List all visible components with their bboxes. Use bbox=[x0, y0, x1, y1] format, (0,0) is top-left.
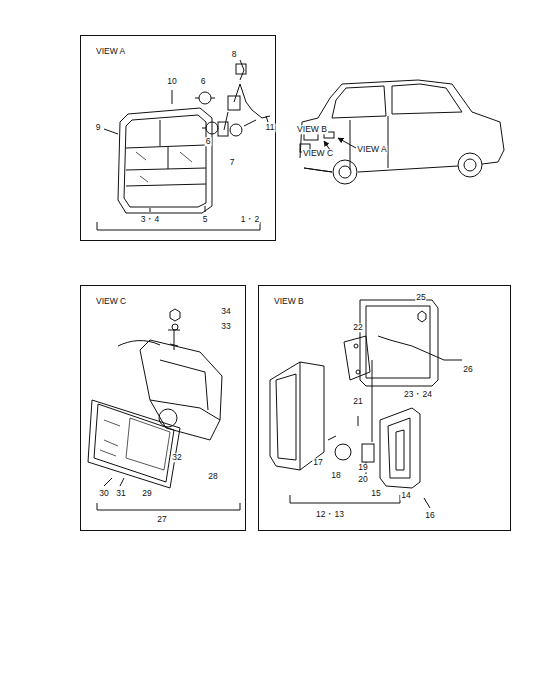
tail-lamp bbox=[97, 60, 270, 230]
view-pointer: VIEW B bbox=[296, 125, 328, 134]
callout-number: 19 bbox=[357, 463, 368, 472]
callout-number: 10 bbox=[166, 77, 177, 86]
license-lamp bbox=[88, 309, 240, 510]
callout-number: 27 bbox=[156, 515, 167, 524]
callout-number: 3・4 bbox=[140, 215, 160, 224]
callout-number: 5 bbox=[202, 215, 209, 224]
callout-number: 11 bbox=[265, 123, 276, 132]
view-pointer: VIEW A bbox=[356, 145, 387, 154]
callout-number: 6 bbox=[200, 77, 207, 86]
callout-number: 16 bbox=[424, 511, 435, 520]
callout-number: 9 bbox=[95, 123, 102, 132]
callout-number: 22 bbox=[352, 323, 363, 332]
callout-number: 15 bbox=[370, 489, 381, 498]
car-body bbox=[300, 80, 504, 184]
callout-number: 23・24 bbox=[403, 390, 433, 399]
callout-number: 31 bbox=[115, 489, 126, 498]
view-panel: VIEW B bbox=[258, 285, 511, 531]
rear-lamp bbox=[270, 300, 462, 508]
callout-number: 17 bbox=[312, 458, 323, 467]
view-heading: VIEW C bbox=[95, 296, 127, 306]
callout-number: 14 bbox=[400, 491, 411, 500]
callout-number: 12・13 bbox=[315, 510, 345, 519]
callout-number: 18 bbox=[330, 471, 341, 480]
callout-number: 21 bbox=[352, 397, 363, 406]
callout-number: 7 bbox=[229, 158, 236, 167]
view-heading: VIEW B bbox=[273, 296, 305, 306]
callout-number: 32 bbox=[171, 453, 182, 462]
callout-number: 33 bbox=[220, 322, 231, 331]
view-pointer: VIEW C bbox=[302, 149, 334, 158]
callout-number: 30 bbox=[98, 489, 109, 498]
callout-number: 20 bbox=[357, 475, 368, 484]
callout-number: 34 bbox=[220, 307, 231, 316]
callout-number: 8 bbox=[231, 50, 238, 59]
view-heading: VIEW A bbox=[95, 46, 126, 56]
view-panel: VIEW A bbox=[80, 35, 276, 241]
callout-number: 28 bbox=[207, 472, 218, 481]
callout-number: 29 bbox=[141, 489, 152, 498]
callout-number: 6 bbox=[205, 137, 212, 146]
callout-number: 1・2 bbox=[240, 215, 260, 224]
callout-number: 25 bbox=[415, 293, 426, 302]
callout-number: 26 bbox=[462, 365, 473, 374]
